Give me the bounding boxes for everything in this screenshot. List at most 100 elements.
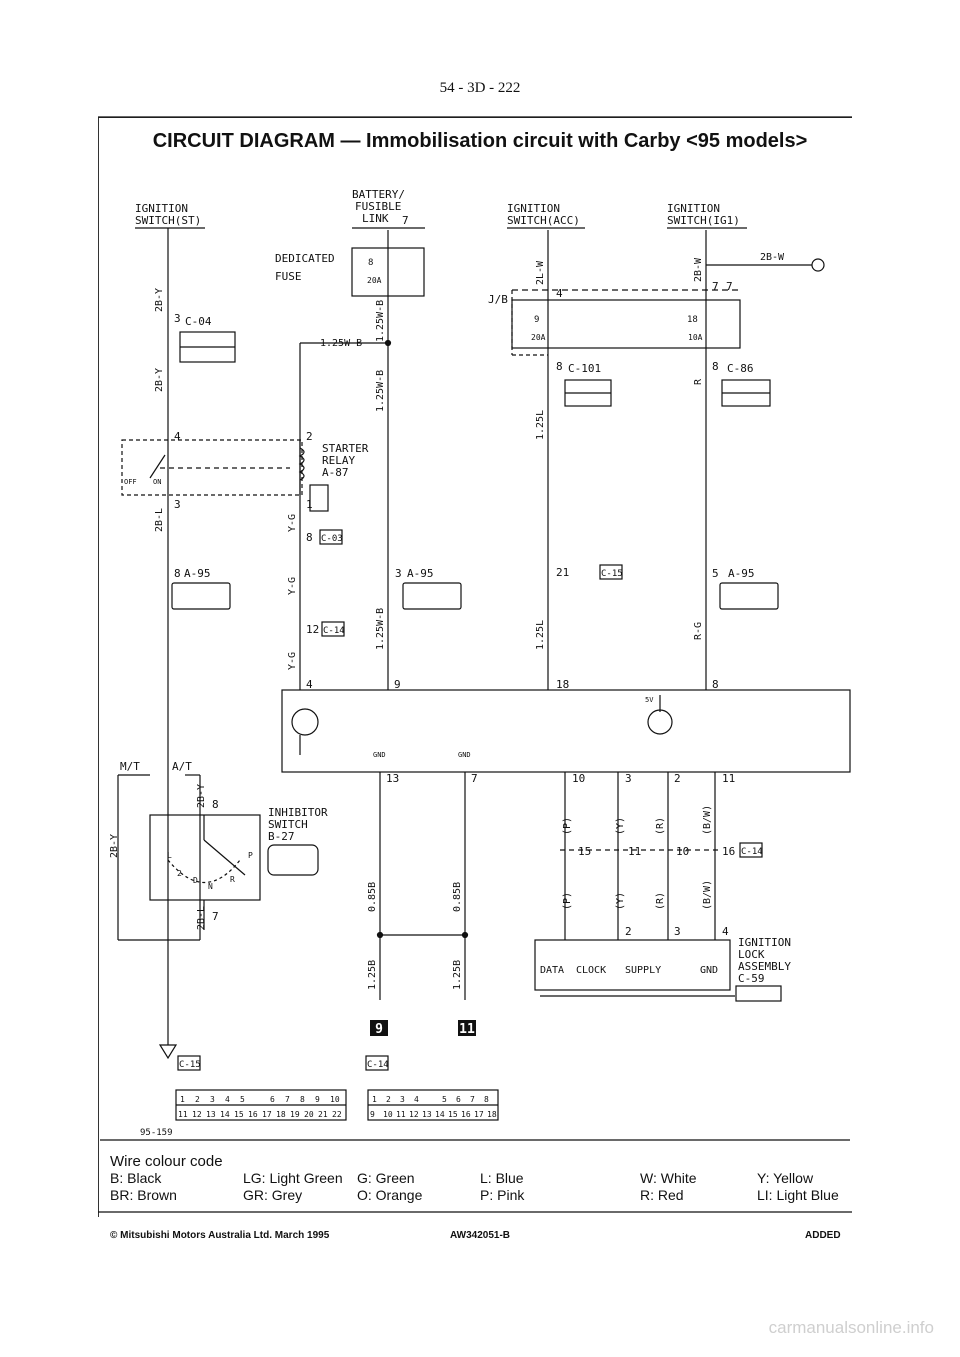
legend-entry: P: Pink bbox=[480, 1187, 525, 1203]
connector-c86-label: C-86 bbox=[727, 362, 754, 375]
pin-8-c86: 8 bbox=[712, 360, 719, 373]
connector-c04-label: C-04 bbox=[185, 315, 212, 328]
dedicated-fuse-num: 8 bbox=[368, 258, 373, 268]
lock-gnd-label: GND bbox=[700, 965, 718, 976]
ecu-5v-label: 5V bbox=[645, 696, 654, 704]
connector-pin: 2 bbox=[386, 1095, 391, 1104]
jb-label: J/B bbox=[488, 293, 508, 306]
switch-on-label: ON bbox=[153, 478, 161, 486]
pin-1-relay: 1 bbox=[306, 498, 313, 511]
wire-label-bw-1: (B/W) bbox=[702, 805, 713, 835]
mt-label: M/T bbox=[120, 760, 140, 773]
wire-label-p-1: (P) bbox=[562, 817, 573, 835]
pin-4-switch: 4 bbox=[174, 430, 181, 443]
connector-pin: 18 bbox=[276, 1110, 286, 1119]
ecu-gnd-label-2: GND bbox=[458, 751, 471, 759]
lock-data-label: DATA bbox=[540, 965, 564, 976]
wire-label-125l-2: 1.25L bbox=[535, 620, 546, 650]
connector-c14-right-label: C-14 bbox=[741, 847, 763, 857]
pin-3-c04: 3 bbox=[174, 312, 181, 325]
connector-pin: 7 bbox=[470, 1095, 475, 1104]
connector-pin: 12 bbox=[409, 1110, 419, 1119]
wire-label-y-1: (Y) bbox=[615, 817, 626, 835]
ign-ig1-label-1: IGNITION bbox=[667, 202, 720, 215]
battery-label-2: FUSIBLE bbox=[355, 200, 401, 213]
connector-pin: 20 bbox=[304, 1110, 314, 1119]
wire-label-2bw-1: 2B-W bbox=[693, 257, 704, 282]
earth-label-9: 9 bbox=[375, 1022, 383, 1037]
connector-pin: 1 bbox=[180, 1095, 185, 1104]
wire-label-2bw-2: 2B-W bbox=[760, 252, 785, 263]
connector-c15-bottom-label: C-15 bbox=[179, 1060, 201, 1070]
ecu-gnd-label-1: GND bbox=[373, 751, 386, 759]
pin-7-jb: 7 bbox=[712, 280, 719, 293]
wire-label-r-2: (R) bbox=[655, 892, 666, 910]
ign-st-label-1: IGNITION bbox=[135, 202, 188, 215]
inhibitor-label-3: B-27 bbox=[268, 830, 295, 843]
battery-num: 7 bbox=[402, 214, 409, 227]
connector-pin: 18 bbox=[487, 1110, 497, 1119]
connector-a95-right-label: A-95 bbox=[728, 567, 755, 580]
lock-supply-label: SUPPLY bbox=[625, 965, 661, 976]
connector-pin: 3 bbox=[210, 1095, 215, 1104]
connector-pin: 22 bbox=[332, 1110, 342, 1119]
pin-21-c15: 21 bbox=[556, 566, 569, 579]
connector-c101-label: C-101 bbox=[568, 362, 601, 375]
ign-ig1-label-2: SWITCH(IG1) bbox=[667, 214, 740, 227]
pin-10-ecu: 10 bbox=[572, 772, 585, 785]
connector-pin: 4 bbox=[225, 1095, 230, 1104]
pin-10-c14: 10 bbox=[676, 845, 689, 858]
connector-pin: 15 bbox=[234, 1110, 244, 1119]
dedicated-fuse-label-1: DEDICATED bbox=[275, 252, 335, 265]
wire-label-p-2: (P) bbox=[562, 892, 573, 910]
wire-label-125wb-1: 1.25W-B bbox=[375, 300, 386, 342]
connector-c03-label: C-03 bbox=[321, 534, 343, 544]
page-number: 54 - 3D - 222 bbox=[439, 80, 521, 96]
connector-pin: 2 bbox=[195, 1095, 200, 1104]
legend-entry: BR: Brown bbox=[110, 1187, 177, 1203]
status-label: ADDED bbox=[805, 1230, 841, 1241]
copyright: © Mitsubishi Motors Australia Ltd. March… bbox=[110, 1230, 330, 1241]
connector-a95-left-label: A-95 bbox=[184, 567, 211, 580]
connector-pin: 11 bbox=[396, 1110, 406, 1119]
pin-9-ecu: 9 bbox=[394, 678, 401, 691]
wire-label-r: R bbox=[693, 378, 704, 385]
pin-7-ecu: 7 bbox=[471, 772, 478, 785]
wire-label-rg: R-G bbox=[693, 622, 704, 640]
legend-entry: W: White bbox=[640, 1170, 697, 1186]
ign-lock-label-3: ASSEMBLY bbox=[738, 960, 791, 973]
ign-lock-label-4: C-59 bbox=[738, 972, 765, 985]
connector-pin: 9 bbox=[370, 1110, 375, 1119]
connector-pin: 8 bbox=[484, 1095, 489, 1104]
pin-18-ecu: 18 bbox=[556, 678, 569, 691]
wire-label-125wb-2: 1.25W-B bbox=[320, 338, 362, 349]
jb-fuse18-num: 18 bbox=[687, 315, 698, 325]
connector-pin: 1 bbox=[372, 1095, 377, 1104]
connector-pin: 16 bbox=[248, 1110, 258, 1119]
dedicated-fuse-label-2: FUSE bbox=[275, 270, 302, 283]
legend-entry: R: Red bbox=[640, 1187, 684, 1203]
wire-label-2lw: 2L-W bbox=[535, 260, 546, 285]
pin-8-c101: 8 bbox=[556, 360, 563, 373]
jb-fuse18-amp: 10A bbox=[688, 333, 703, 342]
pin-12-c14: 12 bbox=[306, 623, 319, 636]
pin-4-jb: 4 bbox=[556, 287, 563, 300]
connector-pin: 4 bbox=[414, 1095, 419, 1104]
wire-label-085b-1: 0.85B bbox=[367, 882, 378, 912]
connector-pin: 5 bbox=[240, 1095, 245, 1104]
wire-label-r-1: (R) bbox=[655, 817, 666, 835]
connector-pin: 3 bbox=[400, 1095, 405, 1104]
starter-relay-label-3: A-87 bbox=[322, 466, 349, 479]
legend-entry: L: Blue bbox=[480, 1170, 524, 1186]
pin-7-ig1: 7 bbox=[726, 280, 733, 293]
ign-lock-label-2: LOCK bbox=[738, 948, 765, 961]
dedicated-fuse-amp: 20A bbox=[367, 276, 382, 285]
document-code: AW342051-B bbox=[450, 1230, 511, 1241]
wire-label-2by-4: 2B-Y bbox=[109, 834, 120, 858]
pin-5-a95: 5 bbox=[712, 567, 719, 580]
connector-pin: 5 bbox=[442, 1095, 447, 1104]
drawing-number: 95-159 bbox=[140, 1128, 173, 1138]
